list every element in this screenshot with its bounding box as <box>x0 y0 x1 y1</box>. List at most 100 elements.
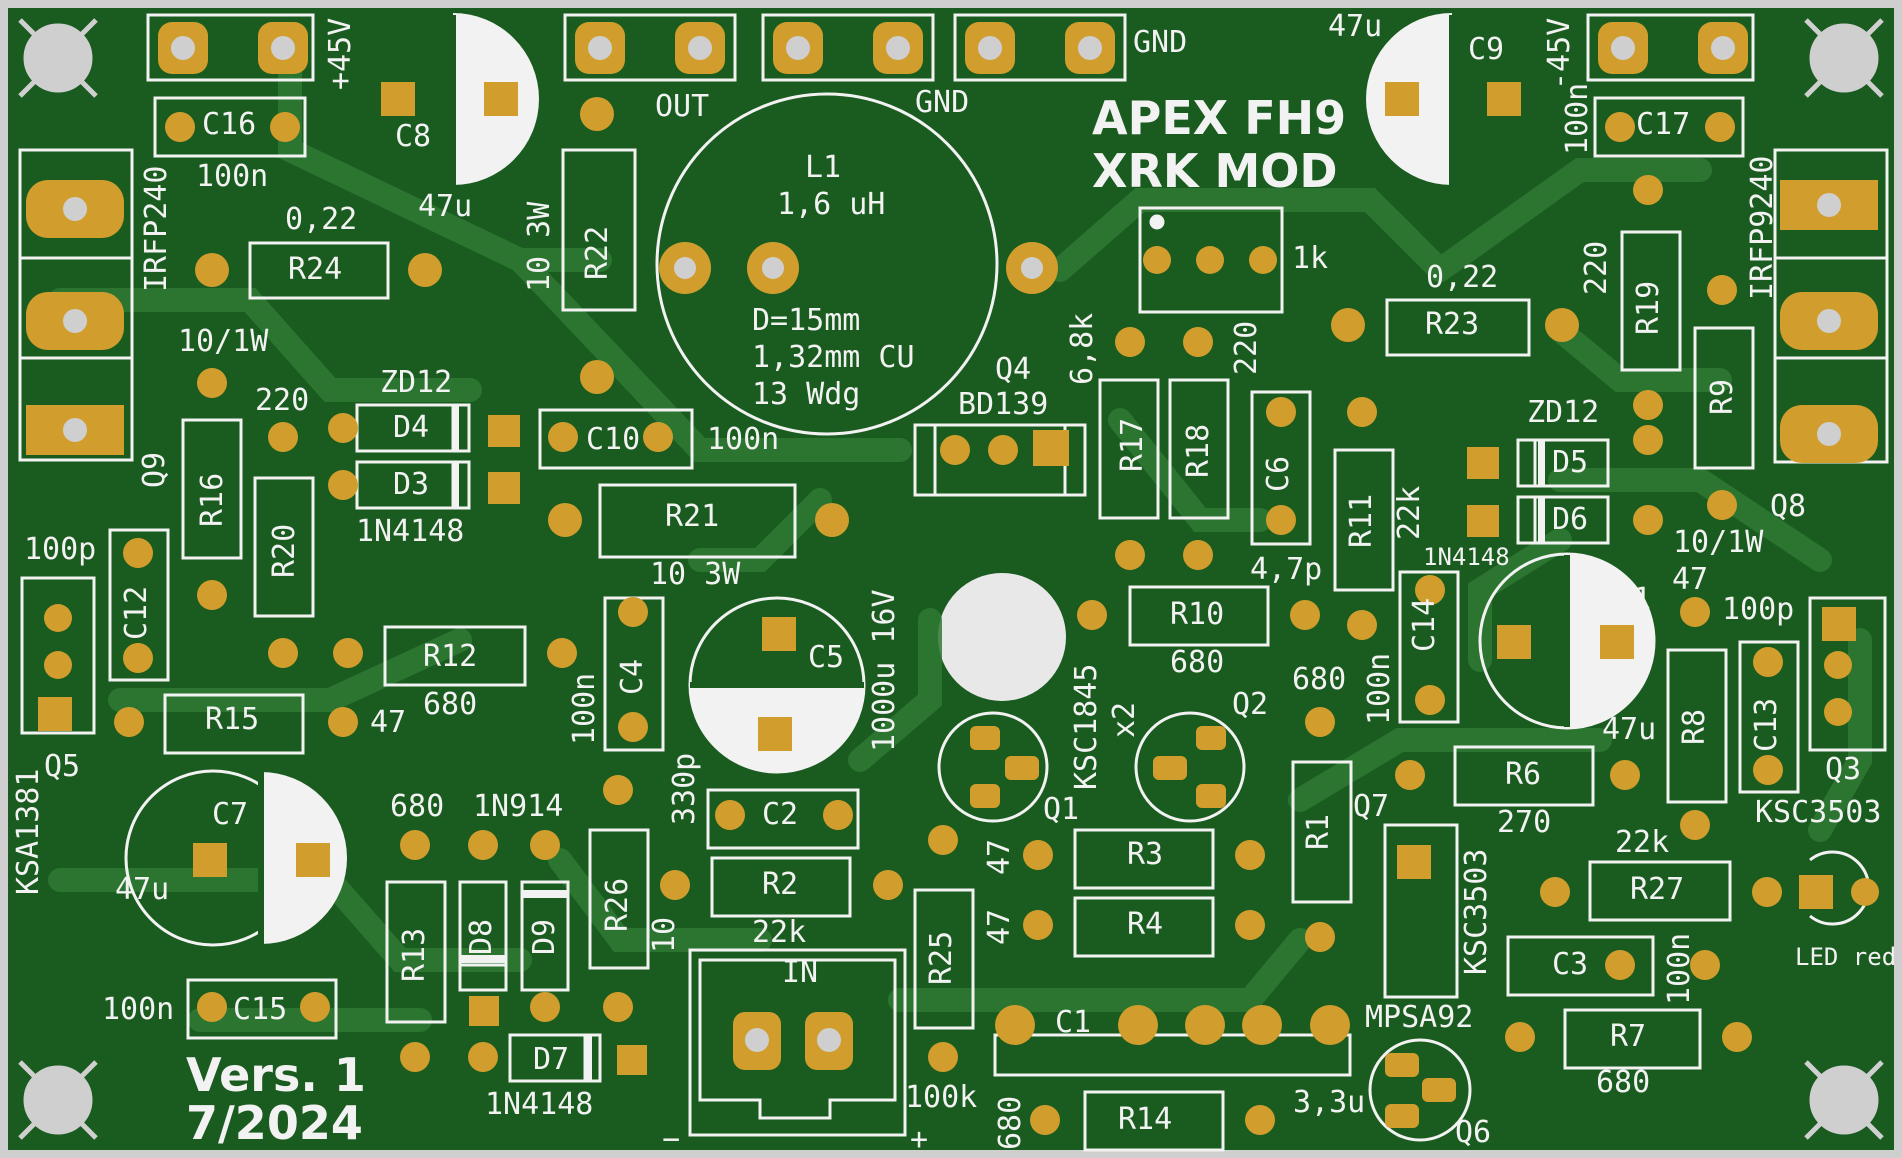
label-r14: R14 <box>1118 1102 1173 1137</box>
label-q5: Q5 <box>44 749 81 784</box>
value-c6: 4,7p <box>1250 552 1323 587</box>
label-r22: R22 <box>580 225 615 280</box>
label-r2: R2 <box>762 867 799 902</box>
value-r9: 10/1W <box>1673 525 1764 560</box>
label-q9: Q9 <box>137 451 172 488</box>
value-r19: 220 <box>1579 240 1614 295</box>
value-c7: 47u <box>115 872 170 907</box>
value-r3: 47 <box>982 838 1017 875</box>
label-ksc1845: KSC1845 <box>1069 663 1104 790</box>
label-d9: D9 <box>527 918 562 955</box>
value-r7: 680 <box>1596 1065 1651 1100</box>
label-c7: C7 <box>212 797 249 832</box>
value-r12: 680 <box>423 687 478 722</box>
label-r16: R16 <box>195 472 230 527</box>
label-q3: Q3 <box>1825 752 1862 787</box>
value-c2: 330p <box>667 752 702 825</box>
cap-markings <box>261 13 1653 944</box>
label-irfp240: IRFP240 <box>139 165 174 292</box>
label-c10: C10 <box>586 422 641 457</box>
label-r24: R24 <box>288 252 343 287</box>
value-c12: 100p <box>24 532 97 567</box>
label-c16: C16 <box>202 107 257 142</box>
label-gnd-2: GND <box>1133 25 1188 60</box>
label-c5: C5 <box>808 640 845 675</box>
value-q7: KSC3503 <box>1459 848 1494 975</box>
label-c13: C13 <box>1749 697 1784 752</box>
label-c2: C2 <box>762 797 799 832</box>
cap-marking-bars <box>258 15 1570 944</box>
value-r27: 22k <box>1615 825 1670 860</box>
label-r15: R15 <box>205 702 260 737</box>
label-out: OUT <box>655 89 710 124</box>
pad-holes <box>63 36 1841 1052</box>
value-r8: 47 <box>1672 562 1709 597</box>
value-r11: 22k <box>1392 485 1427 540</box>
value-c14: 100n <box>1362 652 1397 725</box>
label-d3: D3 <box>393 467 430 502</box>
value-r4: 47 <box>982 908 1017 945</box>
label-d5: D5 <box>1552 445 1589 480</box>
l1-diameter: D=15mm <box>752 303 861 338</box>
label-r25: R25 <box>924 930 959 985</box>
value-r10: 680 <box>1170 645 1225 680</box>
value-r6: 270 <box>1497 805 1552 840</box>
value-r22: 10 3W <box>522 201 557 292</box>
value-r25: 100k <box>905 1080 978 1115</box>
board-title-line-2: XRK MOD <box>1092 144 1338 198</box>
l1-turns: 13 Wdg <box>752 377 861 412</box>
value-c4: 100n <box>567 672 602 745</box>
value-d7: 1N4148 <box>485 1087 594 1122</box>
label-c17: C17 <box>1636 107 1691 142</box>
label-c14: C14 <box>1407 597 1442 652</box>
value-r16: 10/1W <box>178 324 269 359</box>
label-r11: R11 <box>1344 493 1379 548</box>
value-r20: 220 <box>255 383 310 418</box>
value-c10: 100n <box>707 422 780 457</box>
value-r14: 680 <box>993 1095 1028 1150</box>
label-r3: R3 <box>1127 837 1164 872</box>
label-mpsa92: MPSA92 <box>1365 1000 1474 1035</box>
label-q8: Q8 <box>1770 489 1807 524</box>
label-c4: C4 <box>615 658 650 695</box>
label-zd-left: ZD12 <box>380 365 453 400</box>
label-r9: R9 <box>1705 378 1740 415</box>
value-r21: 10 3W <box>650 557 741 592</box>
board-title-line-1: APEX FH9 <box>1092 91 1347 145</box>
value-c11: 47u <box>1602 712 1657 747</box>
value-c5: 1000u 16V <box>867 589 902 752</box>
label-r6: R6 <box>1505 757 1542 792</box>
value-q3: KSC3503 <box>1755 795 1882 830</box>
label-r18: R18 <box>1181 423 1216 478</box>
label-r21: R21 <box>665 499 720 534</box>
label-input-plus: + <box>910 1122 929 1157</box>
label-r1: R1 <box>1301 813 1336 850</box>
value-c3: 100n <box>1662 932 1697 1005</box>
label-d4: D4 <box>393 410 430 445</box>
label-q4: Q4 <box>995 352 1032 387</box>
label-input-minus: − <box>662 1122 681 1157</box>
label-r23: R23 <box>1425 307 1480 342</box>
label-led: LED red <box>1795 943 1897 971</box>
label-d6: D6 <box>1552 502 1589 537</box>
value-c1: 3,3u <box>1293 1085 1366 1120</box>
label-c3: C3 <box>1552 947 1589 982</box>
diode-bands <box>452 405 1545 1081</box>
l1-wire: 1,32mm CU <box>752 340 915 375</box>
value-d6: 1N4148 <box>1423 543 1510 571</box>
label-r19: R19 <box>1631 280 1666 335</box>
value-r18: 220 <box>1229 320 1264 375</box>
value-l1: 1,6 uH <box>777 187 886 222</box>
label-r10: R10 <box>1170 597 1225 632</box>
value-c17: 100n <box>1560 82 1595 155</box>
label-c8: C8 <box>395 119 432 154</box>
label-r27: R27 <box>1630 872 1685 907</box>
value-q4: BD139 <box>958 387 1049 422</box>
cutout-hole <box>938 573 1066 701</box>
label-r8: R8 <box>1677 708 1712 745</box>
label-gnd-1: GND <box>915 85 970 120</box>
label-c11: C11 <box>1597 582 1652 617</box>
label-r26: R26 <box>600 877 635 932</box>
label-irfp9240: IRFP9240 <box>1745 155 1780 301</box>
